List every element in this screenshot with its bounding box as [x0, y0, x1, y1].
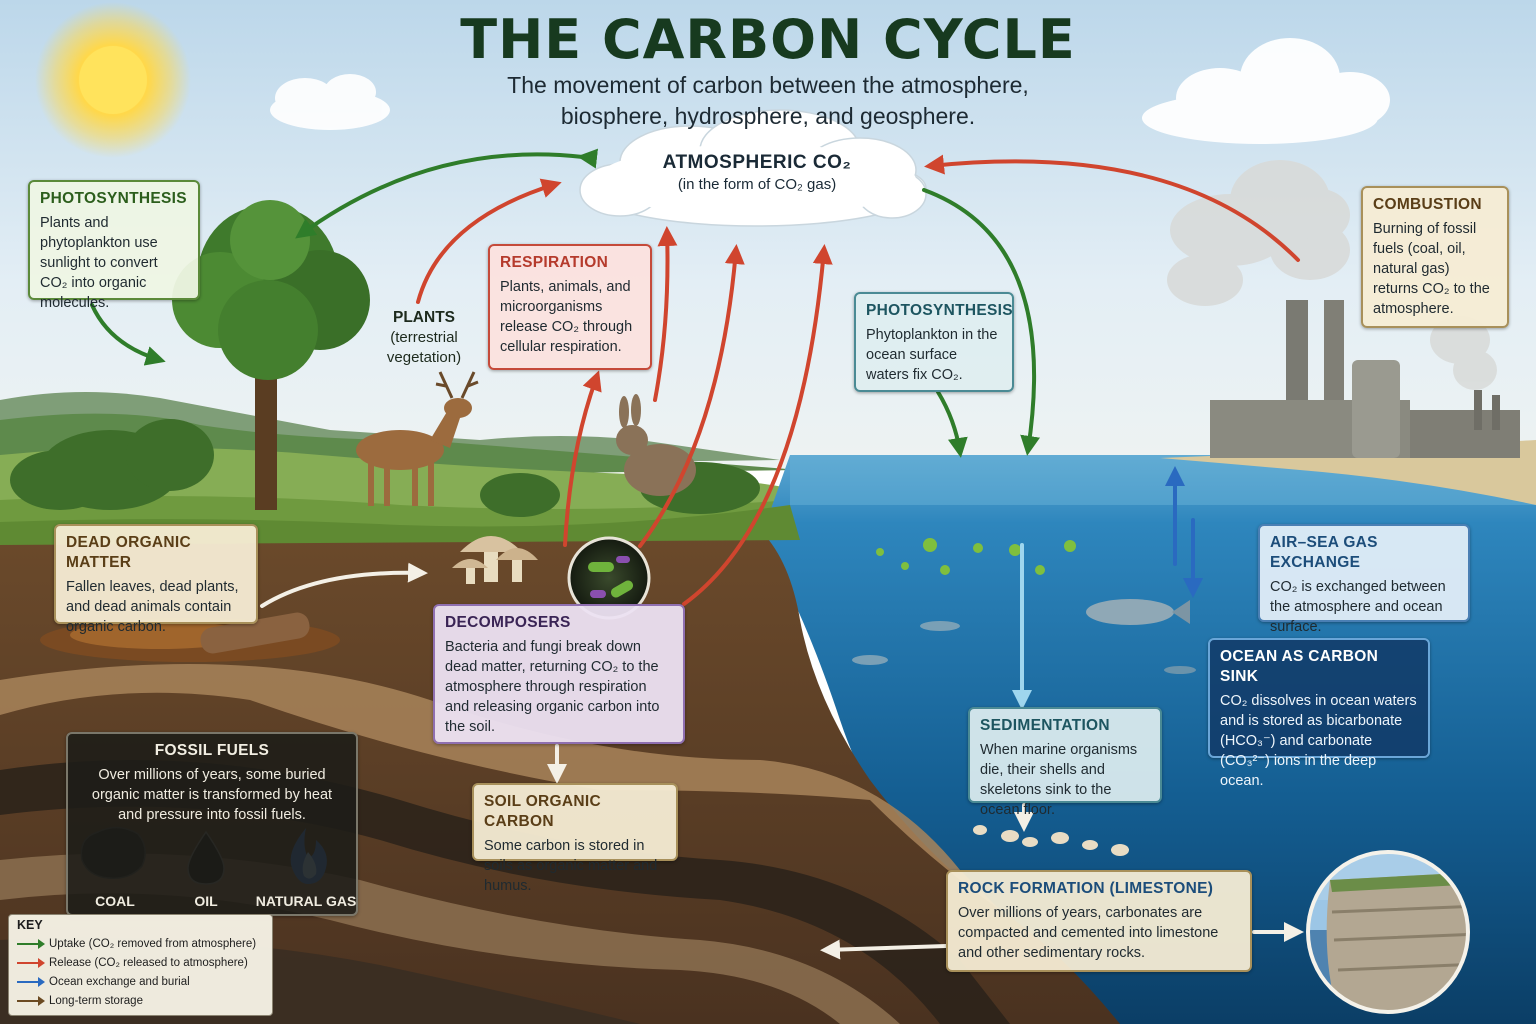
box-text: Burning of fossil fuels (coal, oil, natu…: [1373, 221, 1490, 317]
arrow-dead-matter-to-decomposers: [260, 562, 428, 608]
power-plant-icon: [1167, 160, 1520, 458]
legend-swatch: [17, 995, 45, 1006]
box-text: CO₂ is exchanged between the atmosphere …: [1270, 579, 1446, 635]
oil-label: OIL: [194, 893, 218, 909]
decomposers-box: DECOMPOSERS Bacteria and fungi break dow…: [433, 604, 685, 744]
dead-organic-matter-box: DEAD ORGANIC MATTER Fallen leaves, dead …: [54, 524, 258, 635]
arrow-release-plants: [416, 178, 562, 304]
legend-item-release: Release (CO₂ released to atmosphere): [17, 953, 264, 972]
box-title: ROCK FORMATION (LIMESTONE): [958, 880, 1214, 897]
photosynthesis-ocean-box: PHOTOSYNTHESIS Phytoplankton in the ocea…: [854, 292, 1014, 392]
legend-swatch: [17, 957, 45, 968]
legend-item-uptake: Uptake (CO₂ removed from atmosphere): [17, 934, 264, 953]
box-title: RESPIRATION: [500, 254, 609, 271]
box-title: AIR–SEA GAS EXCHANGE: [1270, 534, 1378, 571]
box-text: Over millions of years, some buried orga…: [91, 767, 333, 823]
arrow-ocean-photosynthesis: [936, 390, 968, 458]
box-text: Over millions of years, carbonates are c…: [958, 905, 1219, 961]
box-title: DECOMPOSERS: [445, 614, 571, 631]
arrow-uptake-ocean: [922, 188, 1040, 456]
deer-icon: [356, 371, 479, 506]
box-title: SOIL ORGANIC CARBON: [484, 793, 601, 830]
cloud-icon: [270, 74, 390, 130]
air-sea-exchange-box: AIR–SEA GAS EXCHANGE CO₂ is exchanged be…: [1258, 524, 1470, 635]
legend-label: Ocean exchange and burial: [49, 975, 190, 988]
box-title: COMBUSTION: [1373, 196, 1482, 213]
leaf-litter-icon: [40, 612, 340, 662]
mushroom-icon: [452, 536, 538, 584]
rock-formation-box: ROCK FORMATION (LIMESTONE) Over millions…: [946, 870, 1252, 972]
legend-label: Release (CO₂ released to atmosphere): [49, 956, 248, 969]
box-text: Some carbon is stored in soils as organi…: [484, 838, 658, 894]
box-text: Fallen leaves, dead plants, and dead ani…: [66, 579, 239, 635]
box-title: DEAD ORGANIC MATTER: [66, 534, 192, 571]
legend-swatch: [17, 938, 45, 949]
plants-label: PLANTS (terrestrial vegetation): [374, 308, 474, 368]
plants-label-title: PLANTS: [393, 309, 455, 326]
box-text: CO₂ dissolves in ocean waters and is sto…: [1220, 693, 1417, 789]
box-text: When marine organisms die, their shells …: [980, 742, 1138, 818]
arrow-release-combustion: [924, 154, 1300, 262]
legend-item-ocean: Ocean exchange and burial: [17, 972, 264, 991]
box-text: Plants and phytoplankton use sunlight to…: [40, 215, 158, 311]
box-text: Phytoplankton in the ocean surface water…: [866, 327, 998, 383]
arrow-uptake-land: [295, 148, 599, 239]
fossil-fuels-box: FOSSIL FUELS Over millions of years, som…: [66, 732, 358, 916]
tree-icon: [172, 200, 370, 510]
box-title: SEDIMENTATION: [980, 717, 1110, 734]
arrow-release-animals: [653, 226, 678, 402]
shells-icon: [973, 825, 1129, 856]
combustion-box: COMBUSTION Burning of fossil fuels (coal…: [1361, 186, 1509, 328]
atmospheric-co2-label: ATMOSPHERIC CO₂ (in the form of CO₂ gas): [612, 152, 902, 193]
box-title: FOSSIL FUELS: [154, 742, 270, 759]
arrow-release-decomposers-2: [638, 244, 745, 548]
page-title: THE CARBON CYCLE: [460, 8, 1076, 71]
legend-swatch: [17, 976, 45, 987]
legend-title: KEY: [17, 918, 43, 932]
photosynthesis-land-box: PHOTOSYNTHESIS Plants and phytoplankton …: [28, 180, 200, 311]
legend-label: Long-term storage: [49, 994, 143, 1007]
arrow-release-decomposers-1: [563, 370, 602, 547]
soil-organic-carbon-box: SOIL ORGANIC CARBON Some carbon is store…: [472, 783, 678, 894]
box-title: OCEAN AS CARBON SINK: [1220, 648, 1379, 685]
atmospheric-co2-subtitle: (in the form of CO₂ gas): [677, 176, 837, 193]
fish-icon: [852, 599, 1196, 674]
box-title: PHOTOSYNTHESIS: [866, 302, 1013, 319]
page-subtitle: The movement of carbon between the atmos…: [507, 72, 1029, 129]
legend-label: Uptake (CO₂ removed from atmosphere): [49, 937, 257, 950]
respiration-box: RESPIRATION Plants, animals, and microor…: [488, 244, 652, 370]
cloud-icon: [1142, 38, 1390, 144]
arrow-rock-to-strata: [820, 939, 948, 960]
legend-item-storage: Long-term storage: [17, 991, 264, 1010]
phytoplankton-icon: [876, 538, 1076, 575]
legend: KEY Uptake (CO₂ removed from atmosphere)…: [8, 914, 273, 1016]
ocean-sink-box: OCEAN AS CARBON SINK CO₂ dissolves in oc…: [1208, 638, 1430, 789]
plants-label-subtitle: (terrestrial vegetation): [386, 329, 462, 366]
box-text: Plants, animals, and microorganisms rele…: [500, 279, 633, 355]
arrow-release-soil: [682, 244, 833, 606]
atmospheric-co2-title: ATMOSPHERIC CO₂: [662, 152, 852, 173]
coal-label: COAL: [95, 893, 135, 909]
sedimentation-box: SEDIMENTATION When marine organisms die,…: [968, 707, 1162, 818]
box-title: PHOTOSYNTHESIS: [40, 190, 187, 207]
box-text: Bacteria and fungi break down dead matte…: [445, 639, 660, 735]
natural-gas-label: NATURAL GAS: [255, 893, 357, 909]
arrow-photosynthesis-to-tree: [90, 303, 166, 366]
